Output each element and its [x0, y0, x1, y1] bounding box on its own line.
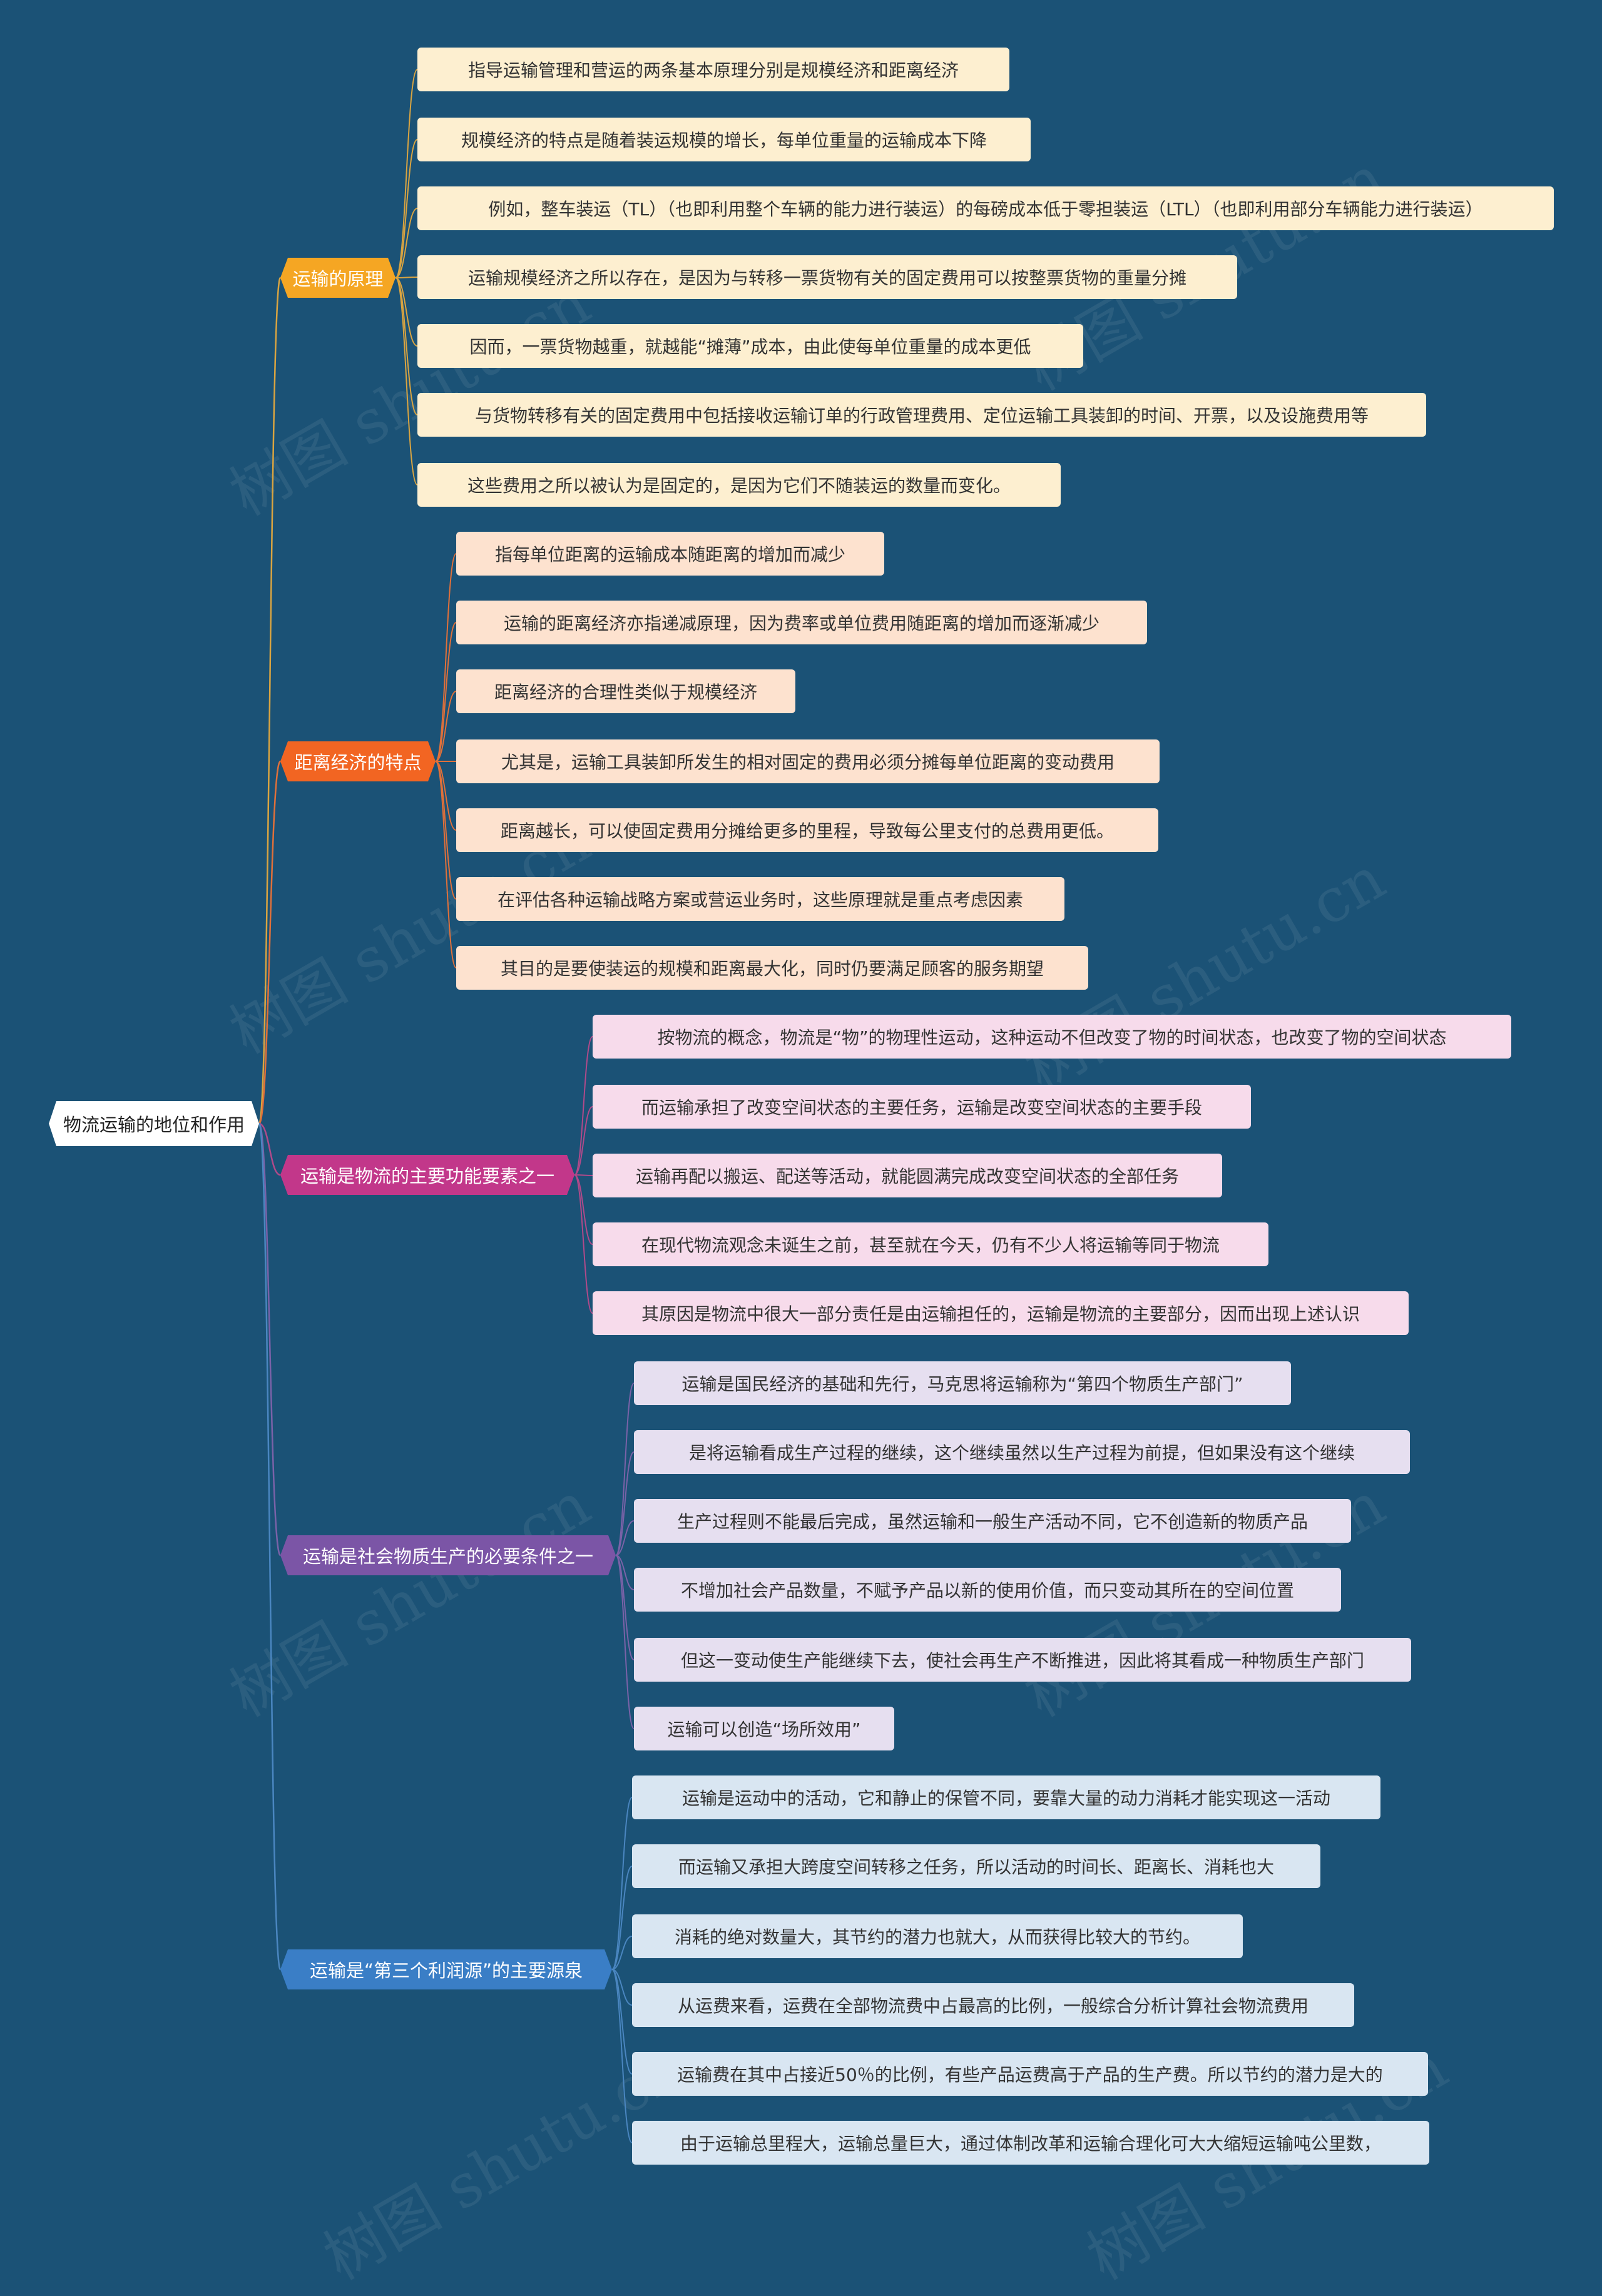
leaf-b1-1[interactable]: 指导运输管理和营运的两条基本原理分别是规模经济和距离经济 [417, 48, 1009, 91]
leaf-b5-2[interactable]: 而运输又承担大跨度空间转移之任务，所以活动的时间长、距离长、消耗也大 [632, 1844, 1320, 1888]
branch-label: 运输的原理 [292, 268, 384, 290]
branch-transport-principles[interactable]: 运输的原理 [280, 258, 395, 298]
leaf-b2-1[interactable]: 指每单位距离的运输成本随距离的增加而减少 [456, 532, 884, 576]
leaf-b1-6[interactable]: 与货物转移有关的固定费用中包括接收运输订单的行政管理费用、定位运输工具装卸的时间… [417, 393, 1426, 437]
leaf-b2-6[interactable]: 在评估各种运输战略方案或营运业务时，这些原理就是重点考虑因素 [456, 877, 1064, 921]
leaf-b5-1[interactable]: 运输是运动中的活动，它和静止的保管不同，要靠大量的动力消耗才能实现这一活动 [632, 1775, 1380, 1819]
leaf-b2-2[interactable]: 运输的距离经济亦指递减原理，因为费率或单位费用随距离的增加而逐渐减少 [456, 601, 1147, 644]
leaf-b5-3[interactable]: 消耗的绝对数量大，其节约的潜力也就大，从而获得比较大的节约。 [632, 1914, 1243, 1958]
branch-social-production-condition[interactable]: 运输是社会物质生产的必要条件之一 [280, 1535, 616, 1575]
leaf-b2-3[interactable]: 距离经济的合理性类似于规模经济 [456, 669, 795, 713]
branch-distance-economy[interactable]: 距离经济的特点 [280, 741, 436, 781]
leaf-b5-4[interactable]: 从运费来看，运费在全部物流费中占最高的比例，一般综合分析计算社会物流费用 [632, 1983, 1354, 2027]
branch-label: 运输是“第三个利润源”的主要源泉 [309, 1960, 583, 1981]
leaf-b2-5[interactable]: 距离越长，可以使固定费用分摊给更多的里程，导致每公里支付的总费用更低。 [456, 808, 1158, 852]
branch-label: 距离经济的特点 [294, 752, 422, 773]
branch-main-logistics-function[interactable]: 运输是物流的主要功能要素之一 [280, 1155, 574, 1195]
leaf-b2-4[interactable]: 尤其是，运输工具装卸所发生的相对固定的费用必须分摊每单位距离的变动费用 [456, 739, 1160, 783]
branch-third-profit-source[interactable]: 运输是“第三个利润源”的主要源泉 [280, 1949, 612, 1989]
leaf-b3-2[interactable]: 而运输承担了改变空间状态的主要任务，运输是改变空间状态的主要手段 [593, 1085, 1251, 1129]
leaf-b5-6[interactable]: 由于运输总里程大，运输总量巨大，通过体制改革和运输合理化可大大缩短运输吨公里数， [632, 2121, 1429, 2165]
leaf-b3-1[interactable]: 按物流的概念，物流是“物”的物理性运动，这种运动不但改变了物的时间状态，也改变了… [593, 1015, 1511, 1059]
leaf-b4-5[interactable]: 但这一变动使生产能继续下去，使社会再生产不断推进，因此将其看成一种物质生产部门 [634, 1638, 1411, 1682]
leaf-b4-1[interactable]: 运输是国民经济的基础和先行，马克思将运输称为“第四个物质生产部门” [634, 1361, 1291, 1405]
branch-label: 运输是物流的主要功能要素之一 [300, 1166, 554, 1187]
leaf-b3-3[interactable]: 运输再配以搬运、配送等活动，就能圆满完成改变空间状态的全部任务 [593, 1154, 1222, 1197]
leaf-b1-3[interactable]: 例如，整车装运（TL）（也即利用整个车辆的能力进行装运）的每磅成本低于零担装运（… [417, 186, 1554, 230]
leaf-b1-7[interactable]: 这些费用之所以被认为是固定的，是因为它们不随装运的数量而变化。 [417, 463, 1061, 507]
connector-lines [258, 69, 635, 2143]
leaf-b1-5[interactable]: 因而，一票货物越重，就越能“摊薄”成本，由此使每单位重量的成本更低 [417, 324, 1083, 368]
root-topic[interactable]: 物流运输的地位和作用 [49, 1101, 259, 1146]
leaf-b1-4[interactable]: 运输规模经济之所以存在，是因为与转移一票货物有关的固定费用可以按整票货物的重量分… [417, 255, 1237, 299]
leaf-b3-5[interactable]: 其原因是物流中很大一部分责任是由运输担任的，运输是物流的主要部分，因而出现上述认… [593, 1291, 1409, 1335]
leaf-b4-4[interactable]: 不增加社会产品数量，不赋予产品以新的使用价值，而只变动其所在的空间位置 [634, 1568, 1341, 1612]
leaf-b1-2[interactable]: 规模经济的特点是随着装运规模的增长，每单位重量的运输成本下降 [417, 118, 1031, 161]
leaf-b3-4[interactable]: 在现代物流观念未诞生之前，甚至就在今天，仍有不少人将运输等同于物流 [593, 1222, 1268, 1266]
leaf-b4-3[interactable]: 生产过程则不能最后完成，虽然运输和一般生产活动不同，它不创造新的物质产品 [634, 1499, 1351, 1543]
branch-label: 运输是社会物质生产的必要条件之一 [302, 1546, 593, 1567]
leaf-b2-7[interactable]: 其目的是要使装运的规模和距离最大化，同时仍要满足顾客的服务期望 [456, 946, 1088, 990]
leaf-b5-5[interactable]: 运输费在其中占接近50％的比例，有些产品运费高于产品的生产费。所以节约的潜力是大… [632, 2052, 1428, 2096]
leaf-b4-6[interactable]: 运输可以创造“场所效用” [634, 1707, 894, 1750]
leaf-b4-2[interactable]: 是将运输看成生产过程的继续，这个继续虽然以生产过程为前提，但如果没有这个继续 [634, 1430, 1410, 1474]
